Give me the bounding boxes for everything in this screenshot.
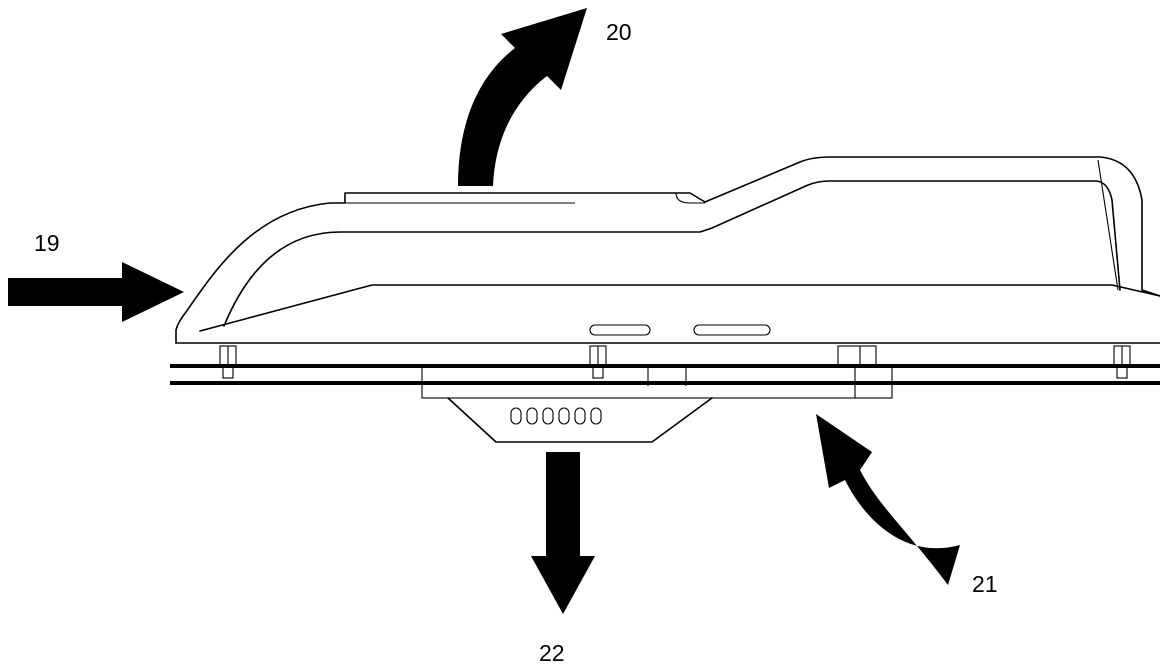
- callout-20: 20: [606, 19, 632, 45]
- arrow-20-icon: [458, 8, 587, 186]
- arrow-22-icon: [531, 452, 595, 614]
- ceiling-diffuser: [421, 365, 893, 443]
- callout-22: 22: [539, 640, 565, 666]
- arrow-21-icon: [816, 414, 960, 585]
- bolt-middle: [589, 345, 607, 379]
- roof-rails: [170, 364, 1160, 385]
- callout-19: 19: [34, 230, 60, 256]
- unit-housing: [175, 156, 1160, 344]
- diffuser-vents: [510, 407, 602, 425]
- callout-21: 21: [972, 571, 998, 597]
- bolt-front: [219, 345, 237, 379]
- mounting-bolts: [219, 345, 1131, 379]
- bolt-rear-bracket: [837, 345, 877, 367]
- bolt-rear: [1113, 345, 1131, 379]
- arrow-19-icon: [8, 262, 184, 322]
